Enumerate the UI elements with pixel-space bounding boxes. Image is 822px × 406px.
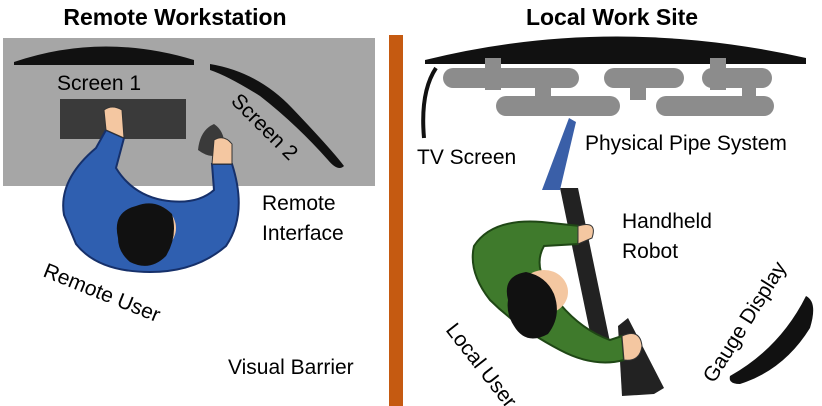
remote-interface-label-line1: Remote	[262, 192, 336, 215]
remote-user-figure	[62, 106, 240, 274]
screen-2	[210, 64, 344, 168]
visual-barrier	[389, 35, 403, 406]
remote-workstation-title: Remote Workstation	[63, 4, 286, 30]
tv-screen-label: TV Screen	[417, 146, 516, 169]
local-user-figure	[471, 220, 643, 364]
wall	[425, 36, 806, 64]
tv-screen	[421, 66, 438, 139]
local-user-label: Local User	[441, 319, 521, 406]
pipe-system-label: Physical Pipe System	[585, 132, 787, 155]
local-work-site-title: Local Work Site	[526, 4, 698, 30]
screen-1-label: Screen 1	[57, 72, 141, 95]
screen-1	[14, 46, 194, 65]
gauge-display	[729, 296, 814, 384]
handheld-robot-label-line2: Robot	[622, 240, 678, 263]
remote-interface-label-line2: Interface	[262, 222, 344, 245]
visual-barrier-label: Visual Barrier	[228, 356, 354, 379]
handheld-robot-label-line1: Handheld	[622, 210, 712, 233]
pipe-system	[443, 58, 774, 116]
